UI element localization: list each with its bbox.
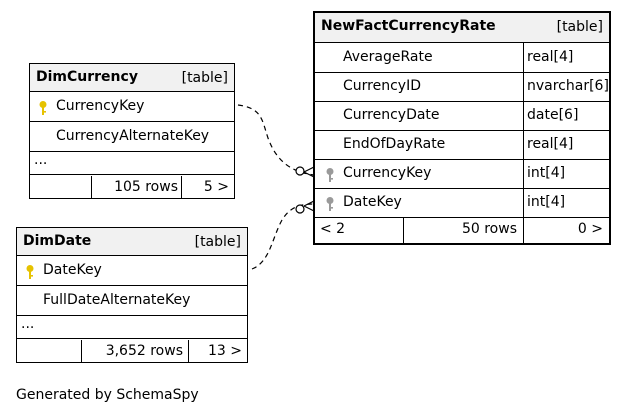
table-newfactcurrencyrate[interactable]: NewFactCurrencyRate [table] AverageRate … xyxy=(313,11,611,245)
column-name: EndOfDayRate xyxy=(343,136,446,152)
crowfoot-currencykey xyxy=(303,166,315,178)
column-type: date[6] xyxy=(527,107,579,123)
column-row[interactable]: CurrencyAlternateKey xyxy=(30,122,234,152)
column-row[interactable]: EndOfDayRate real[4] xyxy=(315,130,609,160)
table-kind: [table] xyxy=(194,234,241,250)
column-type: real[4] xyxy=(527,49,574,65)
column-row[interactable]: CurrencyKey int[4] xyxy=(315,159,609,189)
crowfoot-datekey xyxy=(303,200,315,212)
column-row[interactable]: CurrencyKey xyxy=(30,92,234,122)
children-link[interactable]: 5 > xyxy=(203,179,229,195)
table-kind: [table] xyxy=(556,19,603,35)
link-datekey xyxy=(251,203,315,270)
more-columns-row: ... xyxy=(17,316,247,339)
column-type: real[4] xyxy=(527,136,574,152)
table-footer: < 2 50 rows 0 > xyxy=(315,218,609,243)
children-link[interactable]: 13 > xyxy=(208,343,242,359)
foreign-key-icon xyxy=(325,167,335,187)
link-currencykey xyxy=(237,104,315,176)
table-dimdate[interactable]: DimDate [table] DateKey FullDateAlternat… xyxy=(16,227,248,363)
column-name: CurrencyID xyxy=(343,78,421,94)
primary-key-icon xyxy=(38,100,48,120)
row-count: 50 rows xyxy=(461,221,517,237)
more-columns: ... xyxy=(21,316,35,332)
more-columns-row: ... xyxy=(30,152,234,175)
crowfoot-circle-currencykey xyxy=(295,166,305,176)
column-name: AverageRate xyxy=(343,49,433,65)
table-header[interactable]: DimDate [table] xyxy=(17,228,247,256)
column-name: DateKey xyxy=(343,194,402,210)
column-row[interactable]: CurrencyDate date[6] xyxy=(315,101,609,131)
table-name: DimCurrency xyxy=(36,69,138,85)
table-dimcurrency[interactable]: DimCurrency [table] CurrencyKey Currency… xyxy=(29,63,235,199)
column-row[interactable]: DateKey xyxy=(17,256,247,286)
generator-caption: Generated by SchemaSpy xyxy=(16,387,199,403)
column-name: CurrencyKey xyxy=(56,98,145,114)
parents-link[interactable]: < 2 xyxy=(320,221,346,237)
column-type: int[4] xyxy=(527,194,566,210)
column-type: int[4] xyxy=(527,165,566,181)
foreign-key-icon xyxy=(325,196,335,216)
table-name: DimDate xyxy=(23,233,92,249)
table-footer: 3,652 rows 13 > xyxy=(17,340,247,362)
table-header[interactable]: DimCurrency [table] xyxy=(30,64,234,92)
table-footer: 105 rows 5 > xyxy=(30,176,234,198)
column-name: FullDateAlternateKey xyxy=(43,292,191,308)
column-name: DateKey xyxy=(43,262,102,278)
table-header[interactable]: NewFactCurrencyRate [table] xyxy=(315,13,609,43)
row-count: 105 rows xyxy=(114,179,178,195)
table-kind: [table] xyxy=(181,70,228,86)
primary-key-icon xyxy=(25,264,35,284)
more-columns: ... xyxy=(34,152,48,168)
column-row[interactable]: AverageRate real[4] xyxy=(315,43,609,73)
column-type: nvarchar[6] xyxy=(527,78,609,94)
column-name: CurrencyAlternateKey xyxy=(56,128,210,144)
column-row[interactable]: DateKey int[4] xyxy=(315,188,609,218)
column-name: CurrencyKey xyxy=(343,165,432,181)
column-name: CurrencyDate xyxy=(343,107,440,123)
table-name: NewFactCurrencyRate xyxy=(321,18,496,34)
column-row[interactable]: CurrencyID nvarchar[6] xyxy=(315,72,609,102)
crowfoot-circle-datekey xyxy=(295,204,305,214)
children-link[interactable]: 0 > xyxy=(577,221,603,237)
row-count: 3,652 rows xyxy=(105,343,183,359)
column-row[interactable]: FullDateAlternateKey xyxy=(17,286,247,316)
